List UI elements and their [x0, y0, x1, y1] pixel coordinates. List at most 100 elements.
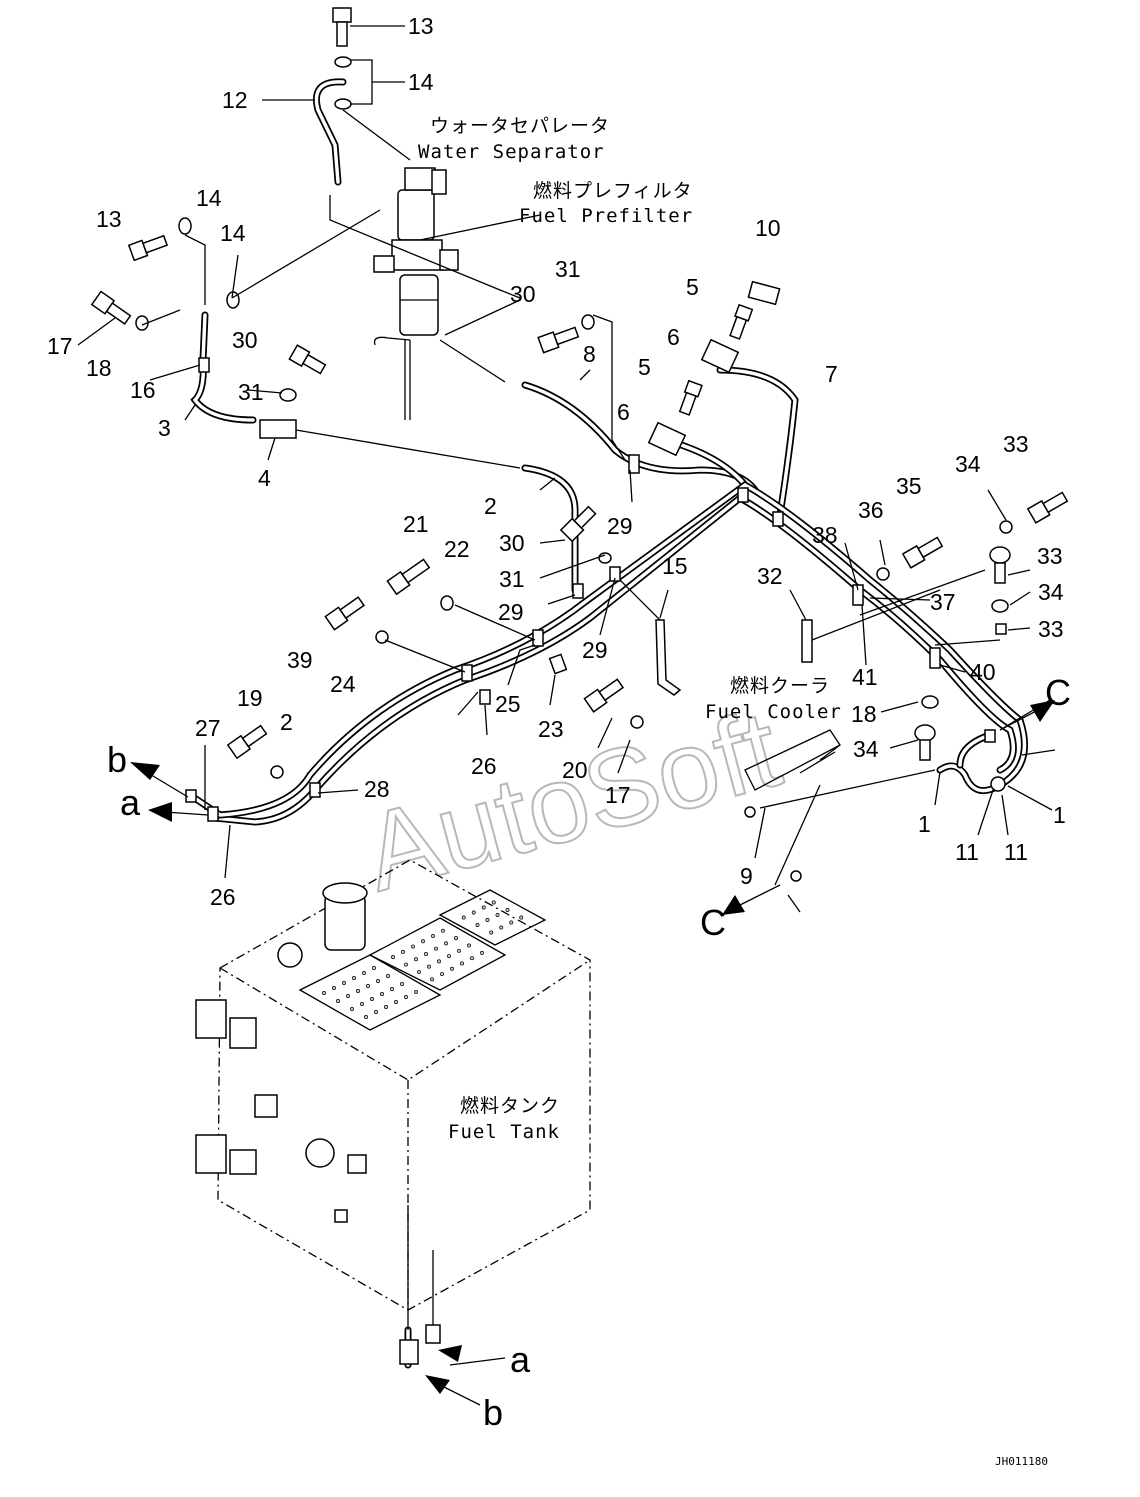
- plate-hole: [475, 923, 480, 927]
- callout-number: 21: [403, 511, 429, 537]
- callout-number: 31: [238, 379, 264, 405]
- callout-number: 20: [562, 757, 588, 783]
- plate-hole: [400, 982, 404, 986]
- callout-number: 40: [970, 659, 996, 685]
- callout-number: 29: [607, 513, 633, 539]
- callout-number: 34: [853, 736, 879, 762]
- plate-hole: [481, 905, 486, 910]
- leader-lines: [77, 25, 1056, 1406]
- callout-number: 31: [499, 566, 525, 592]
- callout-number: 15: [662, 553, 688, 579]
- callout-number: 12: [222, 87, 248, 113]
- plate-hole: [470, 956, 474, 961]
- connector-letter-a-bottom: a: [510, 1339, 531, 1380]
- plate-hole: [336, 999, 340, 1003]
- callout-number: 5: [686, 274, 699, 300]
- connector-letter-c-right: C: [1045, 672, 1071, 713]
- plate-hole: [505, 908, 510, 912]
- callout-number: 30: [499, 530, 525, 556]
- plate-hole: [444, 941, 448, 946]
- plate-hole: [437, 959, 441, 964]
- callout-number: 24: [330, 671, 356, 697]
- plate-hole: [424, 951, 428, 956]
- callout-number: 33: [1038, 616, 1064, 642]
- callout-number: 22: [444, 536, 470, 562]
- callout-number: 7: [825, 361, 838, 387]
- callout-number: 10: [755, 215, 781, 241]
- plate-hole: [414, 990, 418, 994]
- plate-hole: [430, 977, 434, 982]
- callout-number: 23: [538, 716, 564, 742]
- plate-hole: [461, 915, 466, 920]
- plate-hole: [467, 943, 471, 948]
- callout-number: 28: [364, 776, 390, 802]
- callout-number: 39: [287, 647, 313, 673]
- plate-hole: [401, 949, 405, 954]
- plate-hole: [372, 966, 376, 970]
- callout-number: 33: [1003, 431, 1029, 457]
- callout-number: 9: [740, 863, 753, 889]
- callout-number: 26: [471, 753, 497, 779]
- callout-number: 2: [280, 709, 293, 735]
- plate-hole: [489, 930, 494, 935]
- plate-hole: [394, 1000, 398, 1004]
- plate-hole: [391, 955, 395, 960]
- plate-hole: [374, 1010, 378, 1014]
- fuel-cooler: [744, 729, 841, 882]
- plate-hole: [480, 950, 484, 955]
- callout-number: 32: [757, 563, 783, 589]
- callout-number: 29: [582, 637, 608, 663]
- callout-number: 38: [812, 522, 838, 548]
- callout-number: 5: [638, 354, 651, 380]
- plate-hole: [457, 948, 461, 953]
- plate-hole: [346, 994, 350, 998]
- plate-hole: [342, 981, 346, 985]
- plate-hole: [485, 918, 490, 922]
- callout-number: 30: [510, 281, 536, 307]
- callout-number: 16: [130, 377, 156, 403]
- plate-hole: [352, 976, 356, 980]
- callout-number: 14: [196, 185, 222, 211]
- callout-number: 33: [1037, 543, 1063, 569]
- fuel-prefilter-label-jp: 燃料プレフィルタ: [533, 180, 693, 202]
- plate-hole: [441, 928, 445, 933]
- callout-number: 29: [498, 599, 524, 625]
- callout-number: 11: [955, 839, 979, 865]
- fuel-cooler-label-en: Fuel Cooler: [705, 701, 842, 723]
- plate-hole: [450, 966, 454, 971]
- callout-number: 13: [96, 206, 122, 232]
- plate-hole: [366, 984, 370, 988]
- callout-number: 37: [930, 589, 956, 615]
- plate-hole: [519, 915, 524, 920]
- water-separator-label-jp: ウォータセパレータ: [430, 115, 610, 137]
- callout-number: 14: [220, 220, 246, 246]
- callout-number: 17: [47, 333, 73, 359]
- fuel-tank: [195, 859, 591, 1369]
- connector-letter-b-bottom: b: [483, 1392, 503, 1433]
- callout-number: 34: [955, 451, 981, 477]
- plate-hole: [390, 987, 394, 991]
- callout-number: 41: [852, 664, 878, 690]
- plate-hole: [454, 936, 458, 941]
- callout-number: 19: [237, 685, 263, 711]
- connection-letters: b a C C a b: [107, 672, 1071, 1433]
- plate-hole: [434, 946, 438, 951]
- plate-hole: [421, 939, 425, 944]
- plate-hole: [417, 969, 421, 974]
- plate-hole: [362, 971, 366, 975]
- plate-hole: [380, 992, 384, 996]
- connector-letter-b-top: b: [107, 739, 127, 780]
- plate-hole: [322, 991, 326, 995]
- plate-hole: [427, 964, 431, 969]
- callout-number: 30: [232, 327, 258, 353]
- callout-number: 18: [851, 701, 877, 727]
- plate-hole: [370, 997, 374, 1001]
- callout-number: 6: [617, 399, 630, 425]
- callout-number: 1: [918, 811, 931, 837]
- callout-number: 26: [210, 884, 236, 910]
- plate-hole: [404, 995, 408, 999]
- plate-hole: [460, 961, 464, 966]
- callout-number: 6: [667, 324, 680, 350]
- plate-hole: [350, 1007, 354, 1011]
